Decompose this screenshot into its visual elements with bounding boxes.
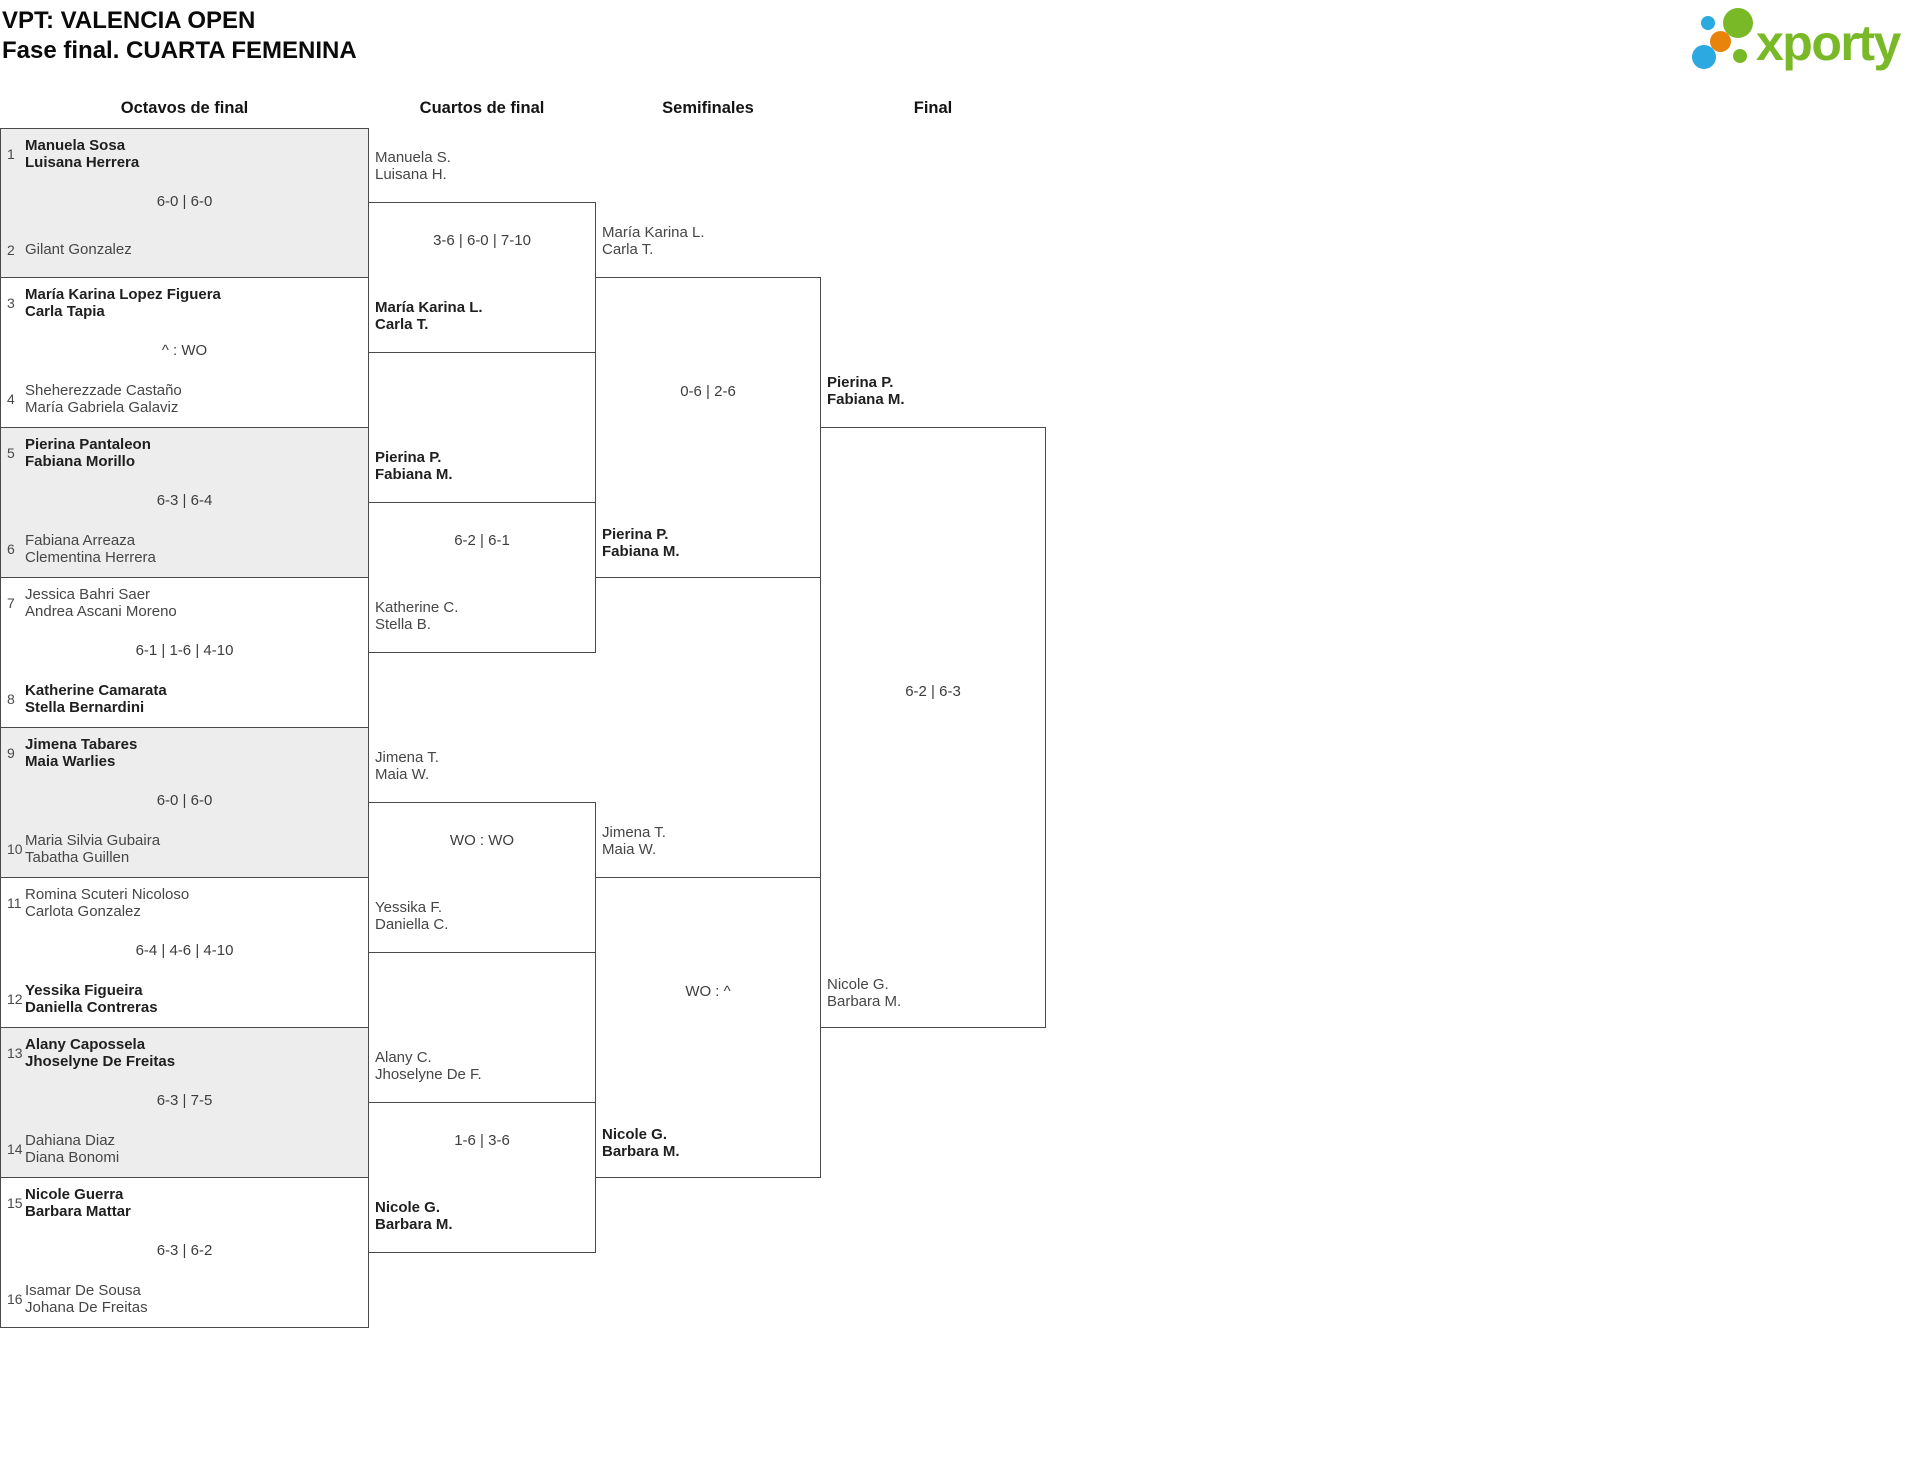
round-header-semifinales: Semifinales	[662, 99, 754, 117]
seed-number: 4	[7, 391, 15, 407]
seed-number: 2	[7, 242, 15, 258]
team-entry: Jimena T.Maia W.	[602, 823, 666, 859]
seed-number: 11	[7, 895, 22, 911]
seed-number: 9	[7, 745, 15, 761]
team-entry: Alany C.Jhoselyne De F.	[375, 1048, 482, 1084]
seed-number: 3	[7, 295, 15, 311]
team-entry: Pierina P.Fabiana M.	[827, 373, 905, 409]
team-entry: Yessika F.Daniella C.	[375, 898, 449, 934]
match-score: 6-3 | 6-2	[156, 1242, 213, 1259]
logo-dot-blue-big-icon	[1692, 45, 1716, 69]
round-header-final: Final	[913, 99, 953, 117]
match-score: WO : ^	[685, 983, 731, 1000]
logo-dot-green-small-icon	[1733, 49, 1747, 63]
page-subtitle: Fase final. CUARTA FEMENINA	[2, 37, 357, 64]
match-score: 6-0 | 6-0	[156, 193, 213, 210]
match-score: 3-6 | 6-0 | 7-10	[433, 232, 531, 249]
match-score: 0-6 | 2-6	[680, 383, 736, 400]
round-header-octavos: Octavos de final	[120, 99, 249, 117]
seed-number: 5	[7, 445, 15, 461]
logo-wordmark: xporty	[1756, 15, 1901, 71]
seed-number: 15	[7, 1195, 23, 1211]
team-entry: Nicole G.Barbara M.	[602, 1125, 680, 1161]
logo-dot-orange-icon	[1710, 31, 1731, 52]
team-entry: Pierina P.Fabiana M.	[602, 525, 680, 561]
match-score: 6-2 | 6-1	[454, 532, 510, 549]
team-entry: Jimena T.Maia W.	[375, 748, 439, 784]
team-entry: Katherine C.Stella B.	[375, 598, 459, 634]
final-match-box	[820, 427, 1046, 1028]
match-score: 6-1 | 1-6 | 4-10	[135, 642, 234, 659]
logo-dot-green-big-icon	[1723, 8, 1753, 38]
team-names: Gilant Gonzalez	[25, 241, 132, 259]
match-score: 6-3 | 7-5	[156, 1092, 213, 1109]
page-title: VPT: VALENCIA OPEN	[2, 7, 256, 34]
seed-number: 10	[7, 841, 23, 857]
match-score: 1-6 | 3-6	[454, 1132, 510, 1149]
match-score: WO : WO	[449, 832, 515, 849]
team-entry: María Karina L.Carla T.	[375, 298, 483, 334]
seed-number: 12	[7, 991, 23, 1007]
match-score: 6-4 | 4-6 | 4-10	[135, 942, 234, 959]
team-entry: Nicole G.Barbara M.	[375, 1198, 453, 1234]
seed-number: 13	[7, 1045, 23, 1061]
match-score: 6-3 | 6-4	[156, 492, 213, 509]
seed-number: 14	[7, 1141, 23, 1157]
team-entry: Nicole G.Barbara M.	[827, 975, 902, 1011]
seed-number: 8	[7, 691, 15, 707]
seed-number: 1	[7, 146, 15, 162]
seed-number: 6	[7, 541, 15, 557]
team-entry: Manuela S.Luisana H.	[375, 148, 451, 184]
logo-dot-blue-small-icon	[1701, 16, 1715, 30]
team-entry: Pierina P.Fabiana M.	[375, 448, 453, 484]
match-score: 6-2 | 6-3	[905, 683, 961, 700]
team-entry: María Karina L.Carla T.	[602, 223, 705, 259]
round-header-cuartos: Cuartos de final	[419, 99, 545, 117]
seed-number: 7	[7, 595, 15, 611]
match-score: 6-0 | 6-0	[156, 792, 213, 809]
match-score: ^ : WO	[161, 342, 208, 359]
team-entry: 2 Gilant Gonzalez	[1, 232, 361, 268]
seed-number: 16	[7, 1291, 23, 1307]
